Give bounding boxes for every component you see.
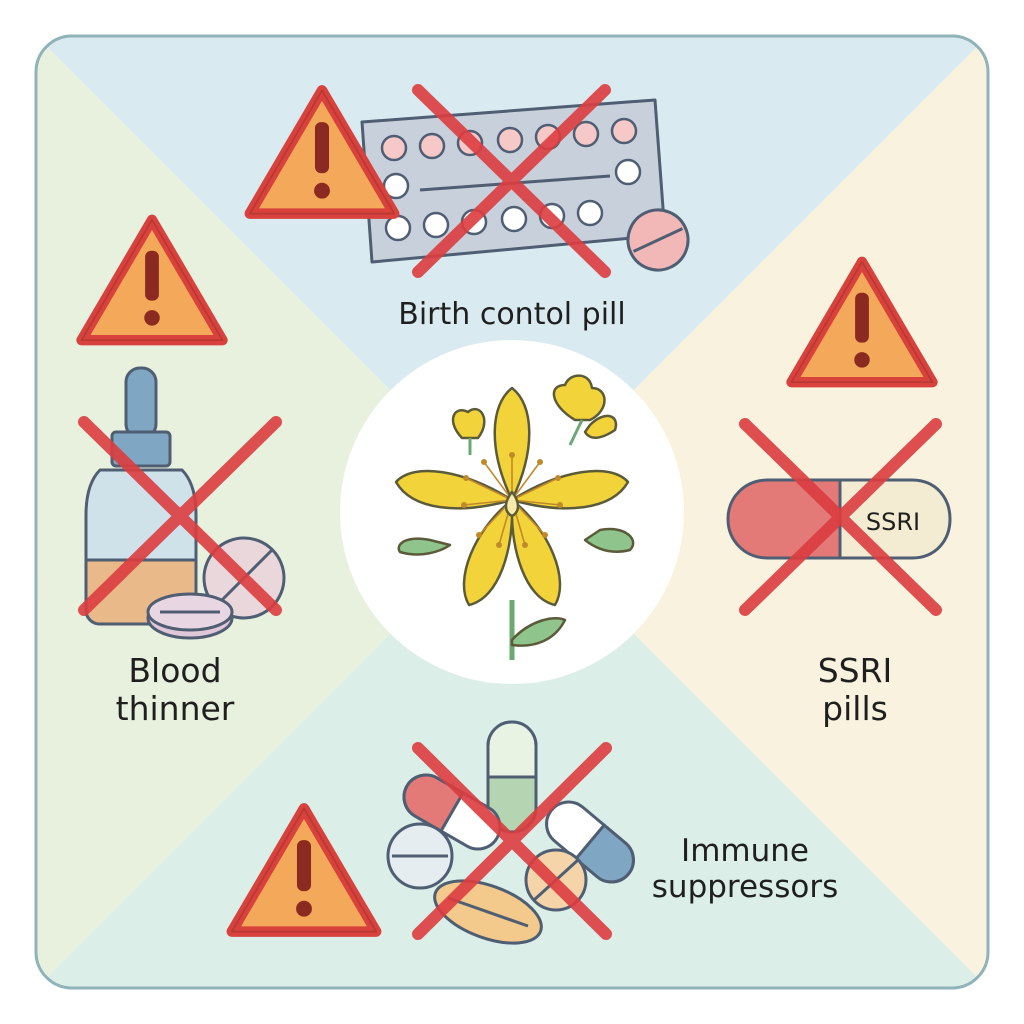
blood-thinner-label-line1: Blood [128,651,222,690]
birth-control-label: Birth contol pill [398,297,626,332]
immune-label-line2: suppressors [651,868,839,905]
blood-thinner-label: Blood thinner [80,652,270,728]
ssri-label: SSRI pills [760,652,950,728]
blood-thinner-label-line2: thinner [115,688,235,728]
cross-out-icon [412,84,611,278]
blood-thinner-group [78,220,286,640]
cross-out-icon [412,742,612,940]
cross-out-icon [739,418,942,616]
ssri-label-line1: SSRI [817,651,893,690]
center-flower-group [340,340,684,684]
immune-suppressors-label: Immune suppressors [630,833,860,905]
immune-group [232,720,635,945]
ssri-label-line2: pills [822,688,888,728]
ssri-pill-text: SSRI [866,508,920,536]
birth-control-group [250,84,690,278]
immune-label-line1: Immune [681,833,809,869]
top-panel [36,36,988,512]
ssri-group: SSRI [726,262,952,616]
pills-pile-icon [386,720,635,945]
flower-icon [394,374,635,660]
frame-border [34,34,990,990]
cross-out-icon [78,416,282,616]
